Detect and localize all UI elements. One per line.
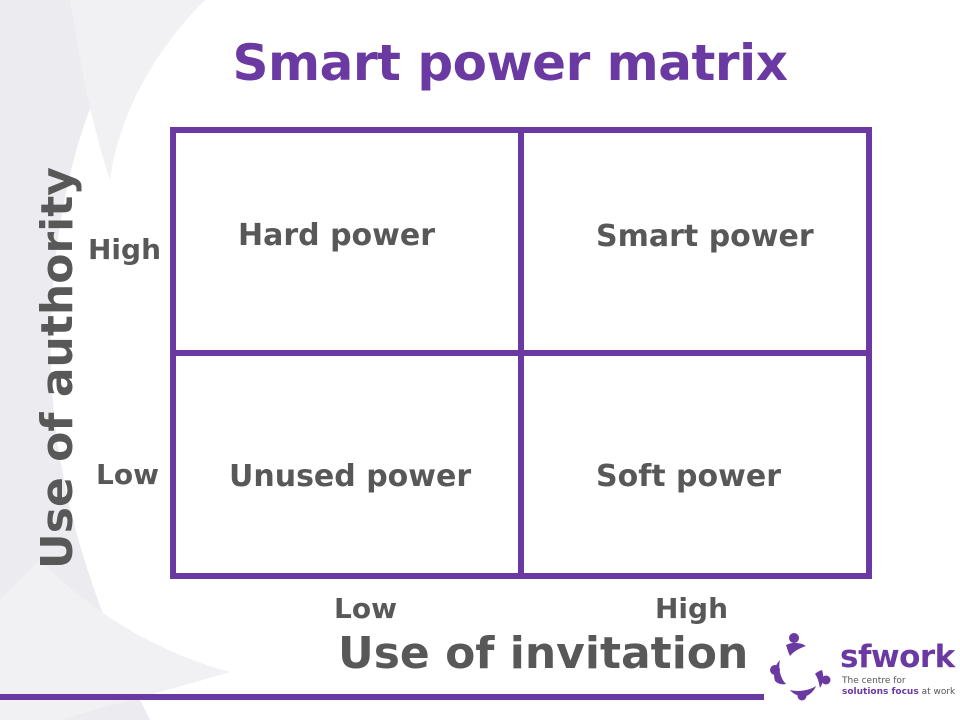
page-title: Smart power matrix: [232, 34, 788, 92]
sfwork-logo: sfwork The centre for solutions focus at…: [766, 630, 956, 710]
logo-wordmark: sfwork: [840, 639, 955, 675]
quadrant-smart-power: Smart power: [596, 219, 814, 254]
quadrant-soft-power: Soft power: [596, 459, 781, 494]
x-axis-title: Use of invitation: [338, 628, 749, 679]
footer-rule: [0, 694, 764, 700]
y-axis-title: Use of authority: [32, 167, 83, 569]
matrix-grid: [170, 127, 872, 579]
horizontal-divider: [176, 350, 866, 356]
logo-tagline-rest: at work: [921, 687, 956, 697]
logo-tagline-line1: The centre for: [842, 676, 906, 686]
quadrant-hard-power: Hard power: [238, 218, 436, 253]
people-circle-icon: [770, 633, 831, 701]
logo-tagline-line2: solutions focus at work: [842, 687, 955, 698]
y-axis-high-label: High: [88, 233, 162, 266]
quadrant-unused-power: Unused power: [229, 459, 472, 494]
x-axis-high-label: High: [655, 592, 729, 625]
y-axis-low-label: Low: [96, 458, 159, 491]
x-axis-low-label: Low: [334, 592, 397, 625]
logo-tagline-bold: solutions focus: [842, 687, 919, 697]
